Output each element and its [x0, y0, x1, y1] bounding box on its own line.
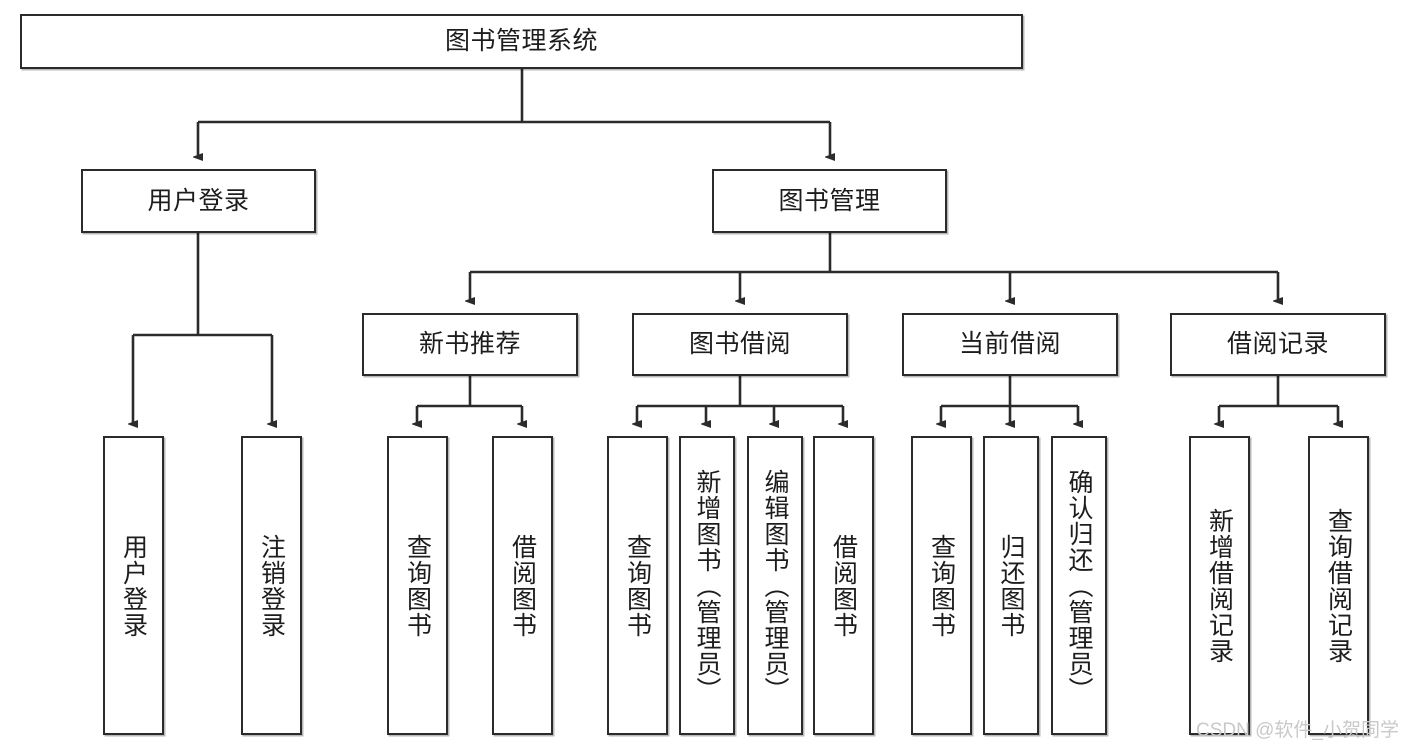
- node-current-borrow[interactable]: 当前借阅: [902, 313, 1118, 376]
- node-user-login-label: 用户登录: [147, 186, 250, 215]
- node-leaf-record-query[interactable]: 查询借阅记录: [1308, 436, 1369, 735]
- node-new-book-recommend-label: 新书推荐: [418, 330, 521, 358]
- node-leaf-user-logout[interactable]: 注销登录: [241, 436, 302, 735]
- node-book-borrow[interactable]: 图书借阅: [632, 313, 848, 376]
- node-leaf-user-login-label: 用户登录: [119, 533, 148, 638]
- node-leaf-borrow-add-book[interactable]: 新增图书（管理员）: [679, 436, 735, 735]
- node-leaf-recommend-query-book-label: 查询图书: [403, 533, 432, 638]
- node-leaf-recommend-query-book[interactable]: 查询图书: [387, 436, 448, 735]
- node-leaf-current-return-book[interactable]: 归还图书: [983, 436, 1039, 735]
- node-book-borrow-label: 图书借阅: [688, 330, 791, 358]
- node-leaf-recommend-borrow-book-label: 借阅图书: [508, 533, 537, 638]
- node-current-borrow-label: 当前借阅: [958, 330, 1061, 358]
- node-leaf-borrow-query-book[interactable]: 查询图书: [607, 436, 668, 735]
- node-borrow-record-label: 借阅记录: [1226, 330, 1329, 358]
- node-leaf-record-add[interactable]: 新增借阅记录: [1189, 436, 1250, 735]
- node-leaf-borrow-query-book-label: 查询图书: [623, 533, 652, 638]
- node-book-manage[interactable]: 图书管理: [712, 169, 947, 233]
- node-root-label: 图书管理系统: [444, 27, 598, 55]
- node-leaf-current-query-book-label: 查询图书: [927, 533, 956, 638]
- node-user-login[interactable]: 用户登录: [81, 169, 316, 233]
- node-leaf-current-return-book-label: 归还图书: [997, 533, 1025, 638]
- node-leaf-recommend-borrow-book[interactable]: 借阅图书: [492, 436, 553, 735]
- node-leaf-borrow-edit-book-label: 编辑图书（管理员）: [761, 468, 789, 703]
- node-leaf-record-query-label: 查询借阅记录: [1324, 507, 1353, 664]
- node-new-book-recommend[interactable]: 新书推荐: [362, 313, 578, 376]
- node-leaf-user-logout-label: 注销登录: [257, 533, 286, 638]
- node-leaf-current-confirm-return-label: 确认归还（管理员）: [1065, 468, 1093, 703]
- node-borrow-record[interactable]: 借阅记录: [1170, 313, 1386, 376]
- node-root[interactable]: 图书管理系统: [20, 14, 1023, 69]
- node-leaf-borrow-add-book-label: 新增图书（管理员）: [693, 468, 721, 703]
- node-leaf-record-add-label: 新增借阅记录: [1205, 507, 1234, 664]
- node-book-manage-label: 图书管理: [778, 186, 881, 215]
- node-leaf-borrow-lend-book-label: 借阅图书: [829, 533, 858, 638]
- node-leaf-user-login[interactable]: 用户登录: [103, 436, 164, 735]
- node-leaf-current-confirm-return[interactable]: 确认归还（管理员）: [1051, 436, 1107, 735]
- node-leaf-borrow-edit-book[interactable]: 编辑图书（管理员）: [747, 436, 803, 735]
- node-leaf-current-query-book[interactable]: 查询图书: [911, 436, 972, 735]
- node-leaf-borrow-lend-book[interactable]: 借阅图书: [813, 436, 874, 735]
